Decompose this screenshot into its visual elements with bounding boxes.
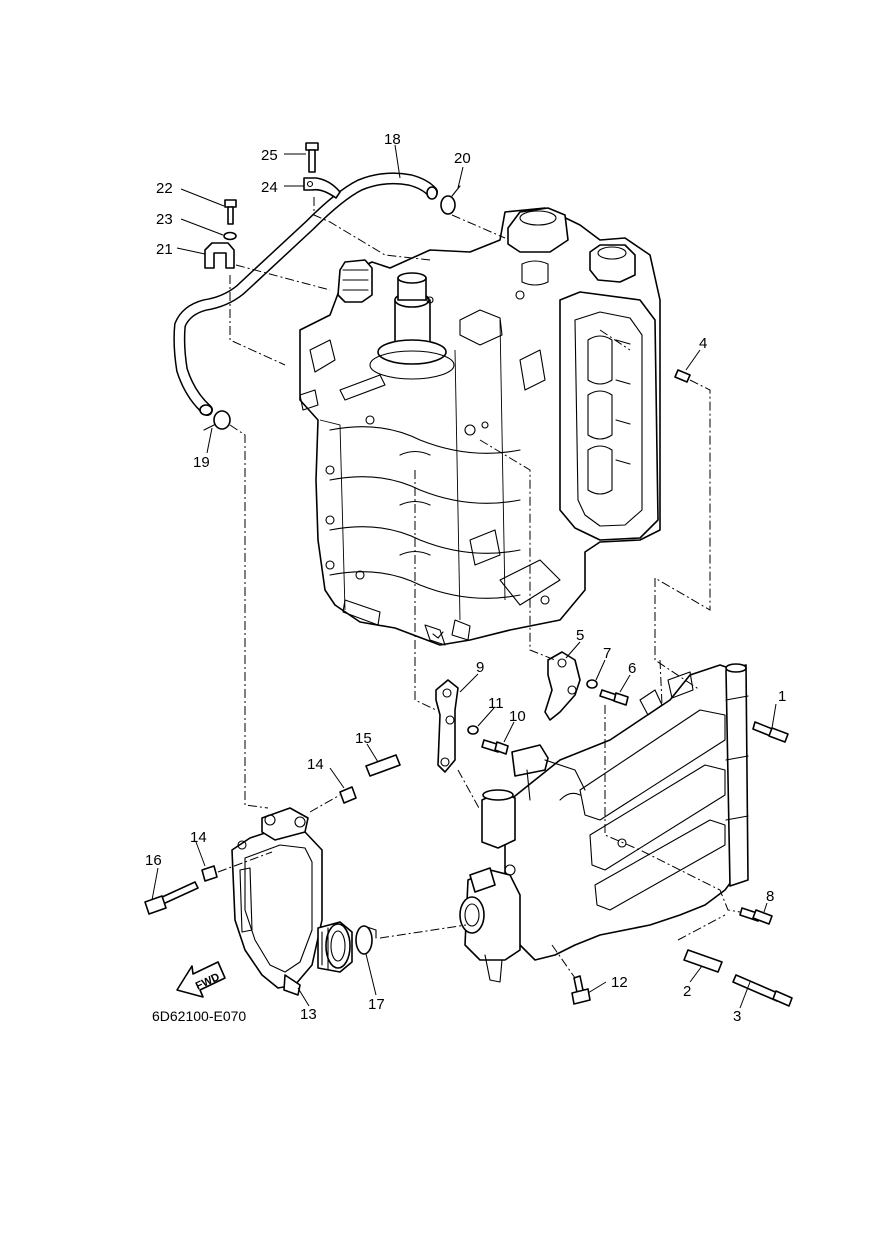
bolt-6 xyxy=(599,689,629,706)
bolt-12 xyxy=(571,975,591,1005)
bolt-25 xyxy=(305,142,319,173)
bolt-16 xyxy=(144,881,199,915)
callout-21: 21 xyxy=(156,241,173,258)
hose-clip-19 xyxy=(203,410,231,431)
bolt-10 xyxy=(481,739,509,755)
bolt-8 xyxy=(739,907,773,925)
sleeve-15 xyxy=(365,754,401,777)
bolt-3 xyxy=(732,974,793,1007)
callout-8: 8 xyxy=(766,888,774,905)
callout-9: 9 xyxy=(476,659,484,676)
assembly-lines xyxy=(217,197,741,979)
callout-11: 11 xyxy=(488,695,504,712)
hose-clamp-17 xyxy=(355,925,377,955)
callout-1: 1 xyxy=(778,688,786,705)
clamp-24 xyxy=(303,177,341,199)
callout-3: 3 xyxy=(733,1008,741,1025)
hose-clip-20 xyxy=(440,185,461,215)
callout-4: 4 xyxy=(699,335,707,352)
washer-7 xyxy=(586,679,598,689)
callout-14-lower: 14 xyxy=(190,829,207,846)
callout-13: 13 xyxy=(300,1006,317,1023)
callout-24: 24 xyxy=(261,179,278,196)
grommet-14-upper xyxy=(339,786,357,804)
dowel-pin-4 xyxy=(674,369,691,383)
callout-14-upper: 14 xyxy=(307,756,324,773)
callout-22: 22 xyxy=(156,180,173,197)
callout-leaders xyxy=(151,144,777,1009)
callout-5: 5 xyxy=(576,627,584,644)
callout-12: 12 xyxy=(611,974,628,991)
washer-23 xyxy=(223,231,237,241)
callout-6: 6 xyxy=(628,660,636,677)
bracket-9 xyxy=(435,679,459,773)
callout-7: 7 xyxy=(603,645,611,662)
callout-25: 25 xyxy=(261,147,278,164)
callout-16: 16 xyxy=(145,852,162,869)
intake-silencer xyxy=(231,807,353,996)
bolt-22 xyxy=(224,199,237,225)
washer-11 xyxy=(467,725,479,735)
callout-20: 20 xyxy=(454,150,471,167)
grommet-14-lower xyxy=(201,865,218,882)
callout-numbers: 1 2 3 4 5 6 7 8 9 10 11 12 13 14 14 15 1… xyxy=(145,131,786,1025)
diagram-code: 6D62100-E070 xyxy=(152,1008,246,1024)
bolt-1 xyxy=(752,721,789,743)
intake-manifold xyxy=(459,663,749,983)
bracket-5 xyxy=(544,651,581,721)
callout-19: 19 xyxy=(193,454,210,471)
fwd-arrow-icon: FWD xyxy=(176,961,226,998)
callout-15: 15 xyxy=(355,730,372,747)
engine-block xyxy=(299,207,661,646)
bracket-21 xyxy=(204,242,235,269)
callout-17: 17 xyxy=(368,996,385,1013)
callout-2: 2 xyxy=(683,983,691,1000)
callout-18: 18 xyxy=(384,131,401,148)
sleeve-2 xyxy=(683,949,723,973)
callout-23: 23 xyxy=(156,211,173,228)
breather-hose xyxy=(173,172,438,416)
callout-10: 10 xyxy=(509,708,526,725)
